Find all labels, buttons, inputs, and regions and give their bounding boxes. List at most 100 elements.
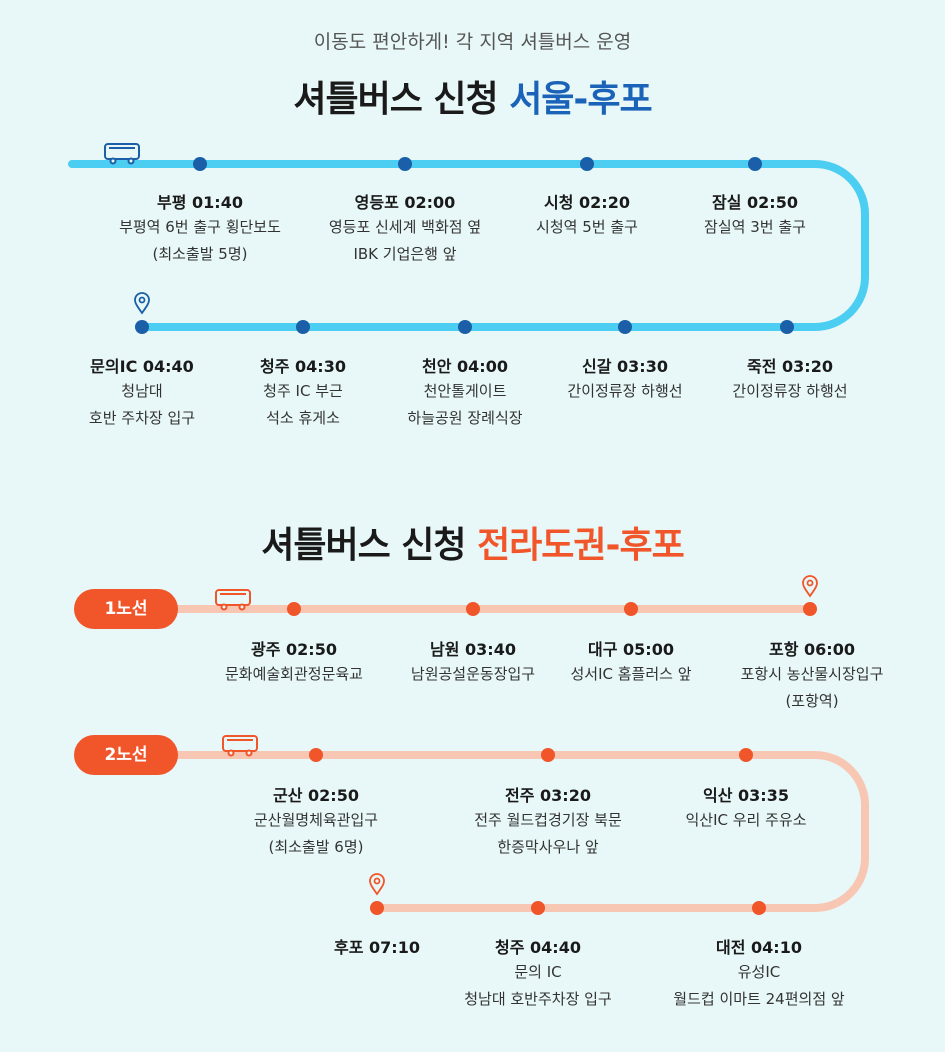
line2-stop-gunsan: 군산 02:50 군산월명체육관입구 (최소출발 6명) bbox=[206, 785, 426, 861]
stop-name: 영등포 02:00 bbox=[354, 193, 456, 212]
line2-stop-dot bbox=[739, 748, 753, 762]
stop-desc: 남원공설운동장입구 bbox=[410, 665, 536, 683]
stop-desc: 문의 IC bbox=[514, 963, 562, 981]
seoul-title-main: 셔틀버스 신청 bbox=[293, 79, 498, 120]
stop-name: 대전 04:10 bbox=[716, 938, 802, 957]
line2-stop-iksan: 익산 03:35 익산IC 우리 주유소 bbox=[636, 785, 856, 834]
line1-stop-dot bbox=[287, 602, 301, 616]
stop-desc: 석소 휴게소 bbox=[266, 409, 340, 427]
seoul-stop-cheonan: 천안 04:00 천안톨게이트 하늘공원 장례식장 bbox=[355, 356, 575, 432]
stop-desc: 유성IC bbox=[737, 963, 781, 981]
seoul-title-highlight: 서울-후포 bbox=[509, 79, 652, 120]
stop-desc: 부평역 6번 출구 횡단보도 bbox=[119, 218, 281, 236]
stop-desc: 군산월명체육관입구 bbox=[253, 811, 379, 829]
stop-name: 광주 02:50 bbox=[251, 640, 337, 659]
stop-name: 포항 06:00 bbox=[769, 640, 855, 659]
line2-stop-daejeon: 대전 04:10 유성IC 월드컵 이마트 24편의점 앞 bbox=[649, 937, 869, 1013]
seoul-stop-cheongju: 청주 04:30 청주 IC 부근 석소 휴게소 bbox=[193, 356, 413, 432]
line2-stop-dot bbox=[541, 748, 555, 762]
stop-desc: 천안톨게이트 bbox=[423, 382, 507, 400]
seoul-stop-dot bbox=[780, 320, 794, 334]
stop-desc: 영등포 신세계 백화점 옆 bbox=[328, 218, 482, 236]
stop-desc: 성서IC 홈플러스 앞 bbox=[570, 665, 692, 683]
line1-badge: 1노선 bbox=[74, 589, 178, 629]
seoul-stop-singal: 신갈 03:30 간이정류장 하행선 bbox=[515, 356, 735, 405]
seoul-stop-dot bbox=[580, 157, 594, 171]
jeolla-title-highlight: 전라도권-후포 bbox=[477, 525, 685, 566]
location-pin-icon bbox=[802, 575, 818, 598]
stop-name: 대구 05:00 bbox=[588, 640, 674, 659]
tagline: 이동도 편안하게! 각 지역 셔틀버스 운영 bbox=[313, 31, 632, 53]
line2-stop-dot bbox=[531, 901, 545, 915]
stop-desc: 익산IC 우리 주유소 bbox=[685, 811, 807, 829]
seoul-stop-yeongdeungpo: 영등포 02:00 영등포 신세계 백화점 옆 IBK 기업은행 앞 bbox=[295, 192, 515, 268]
stop-name: 죽전 03:20 bbox=[747, 357, 833, 376]
seoul-route-line bbox=[68, 160, 869, 331]
seoul-stop-dot bbox=[193, 157, 207, 171]
location-pin-icon bbox=[369, 873, 385, 896]
seoul-stop-dot bbox=[458, 320, 472, 334]
stop-desc: IBK 기업은행 앞 bbox=[353, 245, 457, 263]
stop-name: 시청 02:20 bbox=[544, 193, 630, 212]
jeolla-title-main: 셔틀버스 신청 bbox=[261, 525, 466, 566]
seoul-stop-munui-ic: 문의IC 04:40 청남대 호반 주차장 입구 bbox=[32, 356, 252, 432]
seoul-stop-dot bbox=[296, 320, 310, 334]
stop-desc: 간이정류장 하행선 bbox=[732, 382, 848, 400]
stop-name: 익산 03:35 bbox=[703, 786, 789, 805]
stop-desc: 하늘공원 장례식장 bbox=[407, 409, 523, 427]
jeolla-section-title: 셔틀버스 신청 전라도권-후포 bbox=[0, 516, 945, 568]
stop-desc: 문화예술회관정문육교 bbox=[224, 665, 363, 683]
line2-stop-hupo: 후포 07:10 bbox=[267, 937, 487, 959]
jeolla-line2-route bbox=[166, 751, 869, 912]
line2-stop-dot bbox=[370, 901, 384, 915]
bus-icon bbox=[222, 735, 258, 757]
stop-name: 천안 04:00 bbox=[422, 357, 508, 376]
stop-desc: (포항역) bbox=[785, 692, 839, 710]
line1-stop-daegu: 대구 05:00 성서IC 홈플러스 앞 bbox=[521, 639, 741, 688]
stop-desc: (최소출발 5명) bbox=[152, 245, 248, 263]
line1-stop-dot bbox=[624, 602, 638, 616]
stop-name: 부평 01:40 bbox=[157, 193, 243, 212]
bus-icon bbox=[104, 143, 140, 165]
seoul-section-title: 셔틀버스 신청 서울-후포 bbox=[0, 70, 945, 122]
stop-desc: 한증막사우나 앞 bbox=[497, 838, 599, 856]
stop-name: 청주 04:40 bbox=[495, 938, 581, 957]
stop-desc: 월드컵 이마트 24편의점 앞 bbox=[673, 990, 845, 1008]
stop-desc: (최소출발 6명) bbox=[268, 838, 364, 856]
stop-desc: 시청역 5번 출구 bbox=[536, 218, 638, 236]
stop-desc: 청주 IC 부근 bbox=[263, 382, 343, 400]
seoul-stop-cityhall: 시청 02:20 시청역 5번 출구 bbox=[477, 192, 697, 241]
seoul-stop-dot bbox=[135, 320, 149, 334]
seoul-stop-bupyeong: 부평 01:40 부평역 6번 출구 횡단보도 (최소출발 5명) bbox=[90, 192, 310, 268]
bus-icon bbox=[215, 589, 251, 611]
seoul-stop-jukjeon: 죽전 03:20 간이정류장 하행선 bbox=[680, 356, 900, 405]
stop-desc: 전주 월드컵경기장 북문 bbox=[474, 811, 622, 829]
stop-name: 전주 03:20 bbox=[505, 786, 591, 805]
stop-desc: 잠실역 3번 출구 bbox=[704, 218, 806, 236]
stop-name: 잠실 02:50 bbox=[712, 193, 798, 212]
stop-desc: 간이정류장 하행선 bbox=[567, 382, 683, 400]
stop-desc: 포항시 농산물시장입구 bbox=[740, 665, 884, 683]
seoul-stop-dot bbox=[398, 157, 412, 171]
location-pin-icon bbox=[134, 292, 150, 315]
stop-name: 남원 03:40 bbox=[430, 640, 516, 659]
line2-badge: 2노선 bbox=[74, 735, 178, 775]
line2-stop-jeonju: 전주 03:20 전주 월드컵경기장 북문 한증막사우나 앞 bbox=[438, 785, 658, 861]
stop-name: 신갈 03:30 bbox=[582, 357, 668, 376]
stop-name: 문의IC 04:40 bbox=[90, 357, 194, 376]
seoul-stop-dot bbox=[748, 157, 762, 171]
seoul-stop-jamsil: 잠실 02:50 잠실역 3번 출구 bbox=[645, 192, 865, 241]
line2-stop-dot bbox=[752, 901, 766, 915]
stop-name: 청주 04:30 bbox=[260, 357, 346, 376]
stop-name: 군산 02:50 bbox=[273, 786, 359, 805]
line1-stop-gwangju: 광주 02:50 문화예술회관정문육교 bbox=[184, 639, 404, 688]
stop-name: 후포 07:10 bbox=[334, 938, 420, 957]
line1-stop-dot bbox=[803, 602, 817, 616]
seoul-stop-dot bbox=[618, 320, 632, 334]
line2-stop-dot bbox=[309, 748, 323, 762]
stop-desc: 호반 주차장 입구 bbox=[88, 409, 196, 427]
stop-desc: 청남대 bbox=[121, 382, 163, 400]
stop-desc: 청남대 호반주차장 입구 bbox=[464, 990, 612, 1008]
